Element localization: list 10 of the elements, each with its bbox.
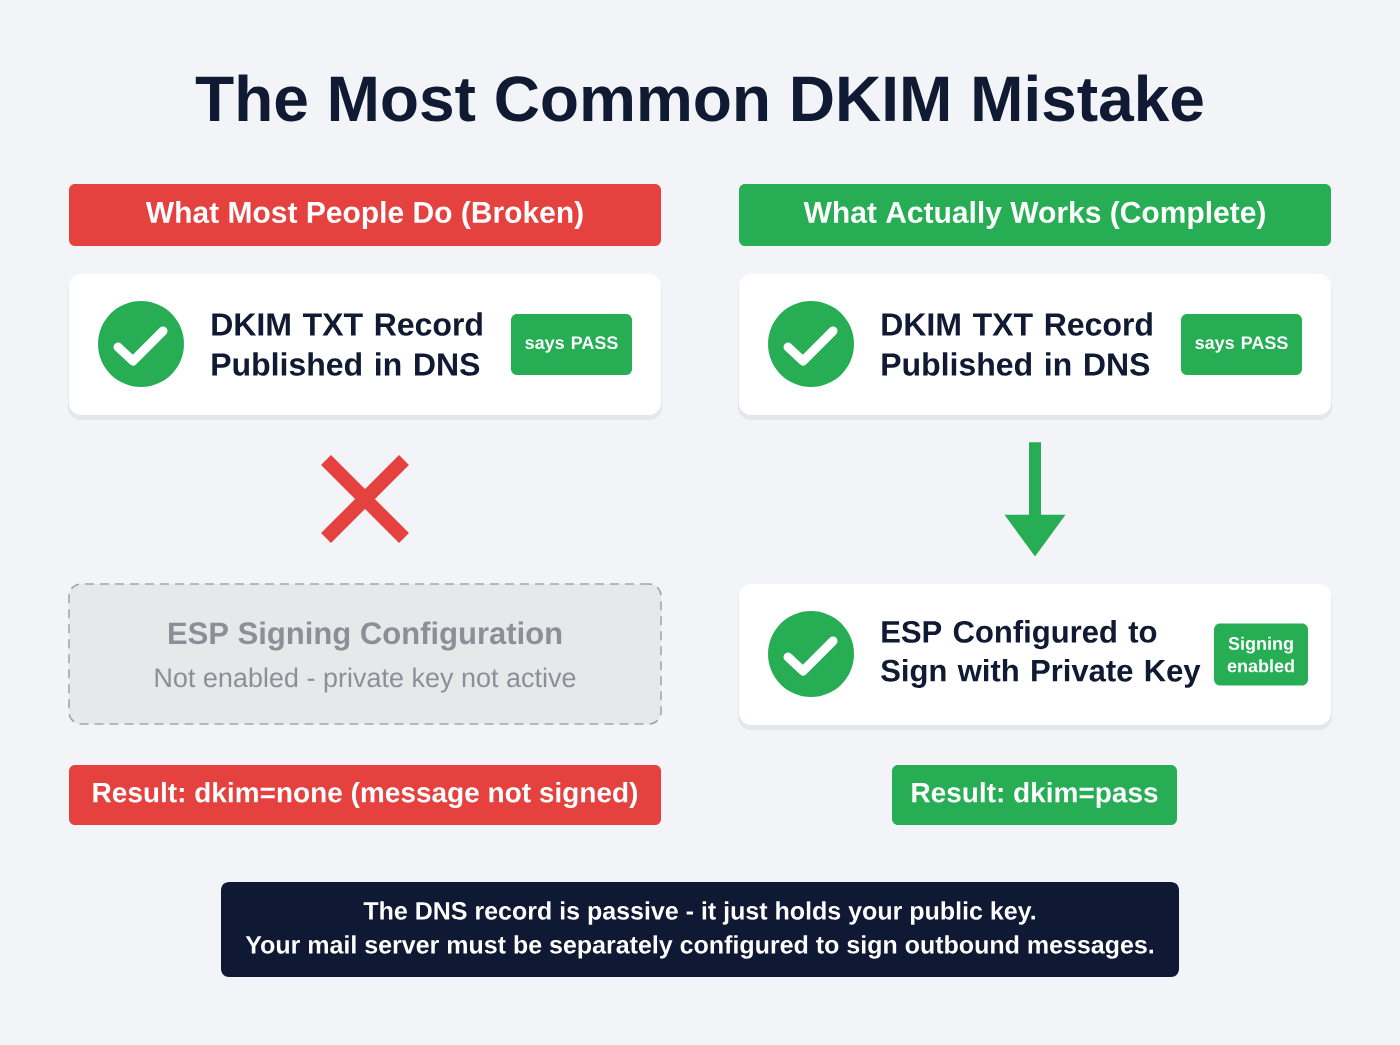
result-bar: Result: dkim=pass (892, 765, 1177, 825)
disabled-card: ESP Signing Configuration Not enabled - private key not active (68, 583, 662, 725)
title: The Most Common DKIM Mistake (195, 74, 1203, 122)
note-box: The DNS record is passive - it just holds your public key. Your mail server must be separately configured to sign outbound messages. (221, 882, 1179, 977)
header-bar: What Most People Do (Broken) (69, 184, 661, 246)
result-bar: Result: dkim=none (message not signed) (69, 765, 661, 825)
status-badge: says PASS (511, 314, 632, 375)
status-badge: Signing enabled (1214, 623, 1308, 686)
header-bar: What Actually Works (Complete) (739, 184, 1331, 246)
status-badge: says PASS (1181, 314, 1302, 375)
